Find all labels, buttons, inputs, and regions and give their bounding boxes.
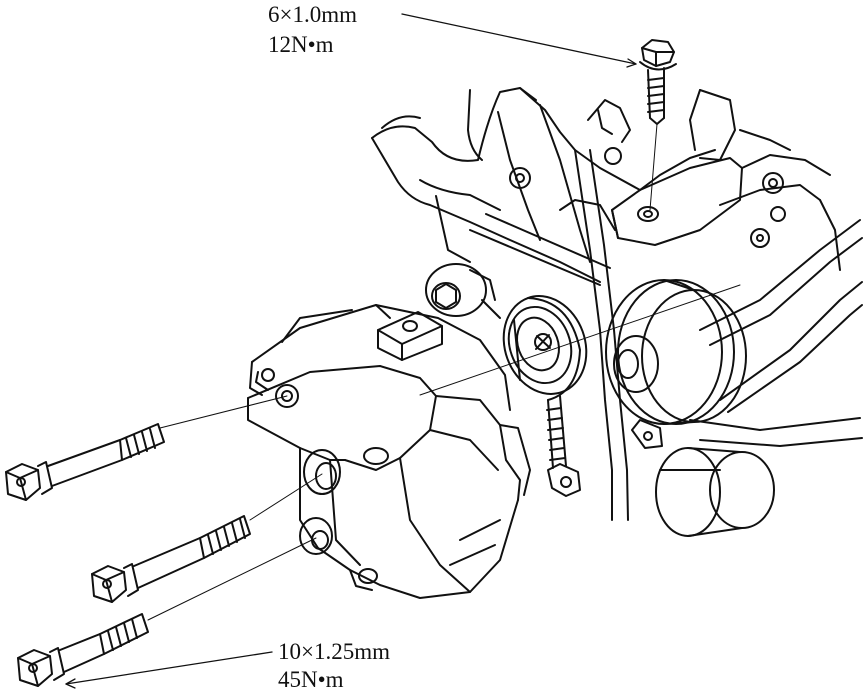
pivot-bolt — [426, 264, 500, 318]
bolt-axis-lines — [148, 124, 740, 620]
drive-belt — [470, 150, 862, 520]
lower-roller-pulley — [656, 448, 774, 536]
main-pulley — [606, 280, 746, 424]
engine-block-outline — [372, 88, 715, 282]
top-bolt — [640, 40, 676, 124]
bottom-bolts-torque-label: 45N•m — [278, 667, 344, 692]
leader-lines — [66, 14, 636, 688]
upper-bracket — [612, 90, 840, 270]
long-bolt-lower — [18, 614, 148, 686]
top-bolt-size-label: 6×1.0mm — [268, 2, 358, 27]
long-bolt-upper — [6, 424, 164, 500]
mount-bracket — [248, 305, 530, 598]
bottom-bolts-size-label: 10×1.25mm — [278, 639, 391, 664]
long-bolt-middle — [92, 516, 250, 602]
top-bolt-torque-label: 12N•m — [268, 32, 334, 57]
adjuster-rod — [547, 396, 662, 496]
idler-pulley — [490, 284, 599, 405]
